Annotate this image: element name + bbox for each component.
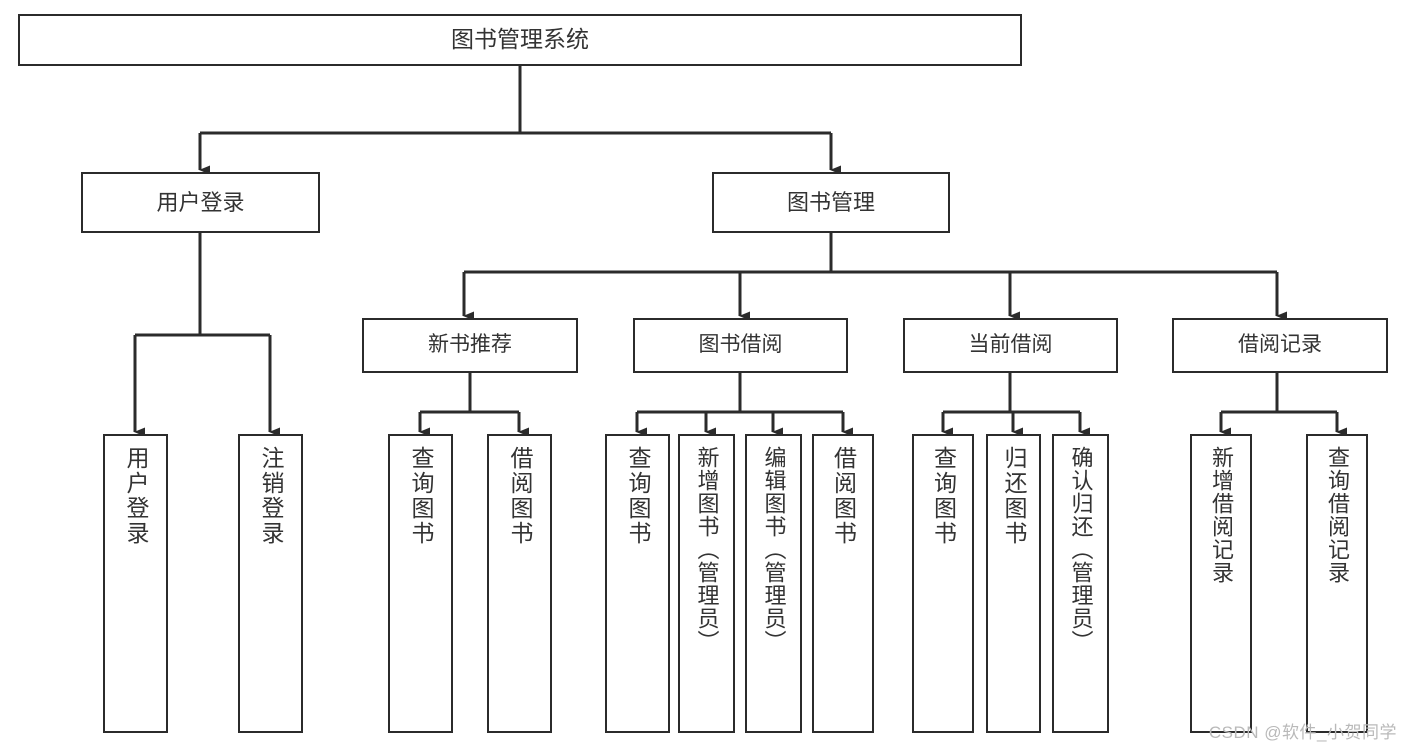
node-label: 新增借阅记录 [1209,446,1234,584]
node-label: 归还图书 [1001,446,1027,546]
node-leaf-查询图书-4: 查询图书 [605,434,670,733]
node-leaf-查询图书-8: 查询图书 [912,434,974,733]
node-label: 编辑图书（管理员） [761,446,787,653]
node-label: 借阅图书 [830,446,857,546]
node-label: 当前借阅 [968,333,1053,357]
node-label: 借阅图书 [507,446,533,546]
node-root-图书管理系统: 图书管理系统 [18,14,1022,66]
node-leaf-查询借阅记录-12: 查询借阅记录 [1306,434,1368,733]
node-label: 用户登录 [123,446,149,546]
node-label: 确认归还（管理员） [1068,446,1094,653]
node-level1-图书管理-1: 图书管理 [712,172,950,233]
node-leaf-注销登录-1: 注销登录 [238,434,303,733]
node-label: 图书借阅 [698,333,783,357]
node-leaf-借阅图书-7: 借阅图书 [812,434,874,733]
node-leaf-新增图书管理员-5: 新增图书（管理员） [678,434,735,733]
node-label: 图书管理 [786,189,875,215]
node-level2-借阅记录-3: 借阅记录 [1172,318,1388,373]
node-leaf-新增借阅记录-11: 新增借阅记录 [1190,434,1252,733]
node-level2-新书推荐-0: 新书推荐 [362,318,578,373]
node-label: 注销登录 [258,446,284,546]
node-label: 查询图书 [625,446,651,546]
node-leaf-编辑图书管理员-6: 编辑图书（管理员） [745,434,802,733]
node-label: 查询图书 [930,446,957,546]
node-leaf-借阅图书-3: 借阅图书 [487,434,552,733]
node-leaf-归还图书-9: 归还图书 [986,434,1041,733]
node-level2-当前借阅-2: 当前借阅 [903,318,1118,373]
node-level2-图书借阅-1: 图书借阅 [633,318,848,373]
node-leaf-用户登录-0: 用户登录 [103,434,168,733]
node-label: 用户登录 [156,189,245,215]
node-label: 借阅记录 [1238,333,1322,357]
node-label: 新增图书（管理员） [694,446,720,653]
node-label: 图书管理系统 [451,26,589,53]
node-leaf-确认归还管理员-10: 确认归还（管理员） [1052,434,1109,733]
node-level1-用户登录-0: 用户登录 [81,172,320,233]
node-label: 新书推荐 [428,333,512,357]
node-leaf-查询图书-2: 查询图书 [388,434,453,733]
node-label: 查询图书 [408,446,434,546]
node-label: 查询借阅记录 [1325,446,1350,584]
